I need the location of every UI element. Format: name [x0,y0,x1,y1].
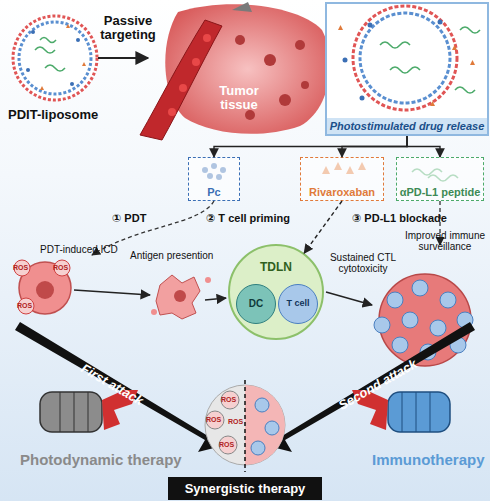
result-bar: Synergistic therapy [168,477,322,500]
connector [304,201,342,253]
node-text: TDLN [230,260,322,274]
second-attack-arrow [275,322,475,452]
tumor-tissue-illustration [140,2,330,140]
process-arrow [205,298,226,300]
connector [407,136,440,157]
annotation-text: ROS [53,264,68,272]
annotation-text: ROS [221,396,236,404]
targeting-arrow [98,57,148,59]
node-text: αPD-L1 peptide [397,186,483,198]
annotation-text: PDT-induced ICD [40,244,118,255]
lymph-node: TDLN DC T cell [228,244,324,340]
tumor-cell [14,260,71,314]
t-cell: T cell [278,284,318,324]
first-attack-arrow [15,322,215,452]
annotation-text: ROS [17,302,32,310]
process-arrow [74,290,150,295]
annotation-text: Sustained CTL cytotoxicity [326,252,400,274]
dc-cell: DC [236,284,276,324]
annotation-text: ① PDT [112,212,146,224]
edge-label: ② T cell priming [206,212,290,224]
annotation-text: ROS [206,416,221,424]
node-text: Synergistic therapy [168,481,322,496]
process-arrow [326,292,372,305]
annotation-text: ROS [228,418,243,426]
annotation-text: Immunotherapy [372,452,485,469]
connector [342,136,407,157]
dying-cell [151,275,211,319]
bursting-cells [205,380,285,472]
node-text: Rivaroxaban [301,186,383,198]
annotation-text: Second attack [336,357,419,413]
annotation-text: Photodynamic therapy [20,452,182,469]
annotation-text: First attack [78,361,145,408]
drug-box: Pc [188,157,240,201]
annotation-text: ③ PD-L1 blockade [352,212,447,224]
node-text: DC [237,298,275,309]
annotation-text: Tumor tissue [208,84,270,113]
node-text: Pc [189,186,239,198]
annotation-text: Antigen presention [130,250,213,261]
drug-box: Rivaroxaban [300,157,384,201]
annotation-text: Passive targeting [92,14,164,43]
annotation-text: ROS [219,441,234,449]
annotation-text: PDIT-liposome [8,108,98,122]
annotation-text: ROS [13,264,28,272]
liposome [13,16,97,100]
node-text: T cell [279,298,317,308]
connector [214,136,407,157]
drug-box: αPD-L1 peptide [396,157,484,201]
annotation-text: Improved immune surveillance [400,230,490,252]
inset-liposome [326,3,487,134]
node-text: Photostimulated drug release [327,118,487,134]
inset-panel: Photostimulated drug release [325,2,489,136]
